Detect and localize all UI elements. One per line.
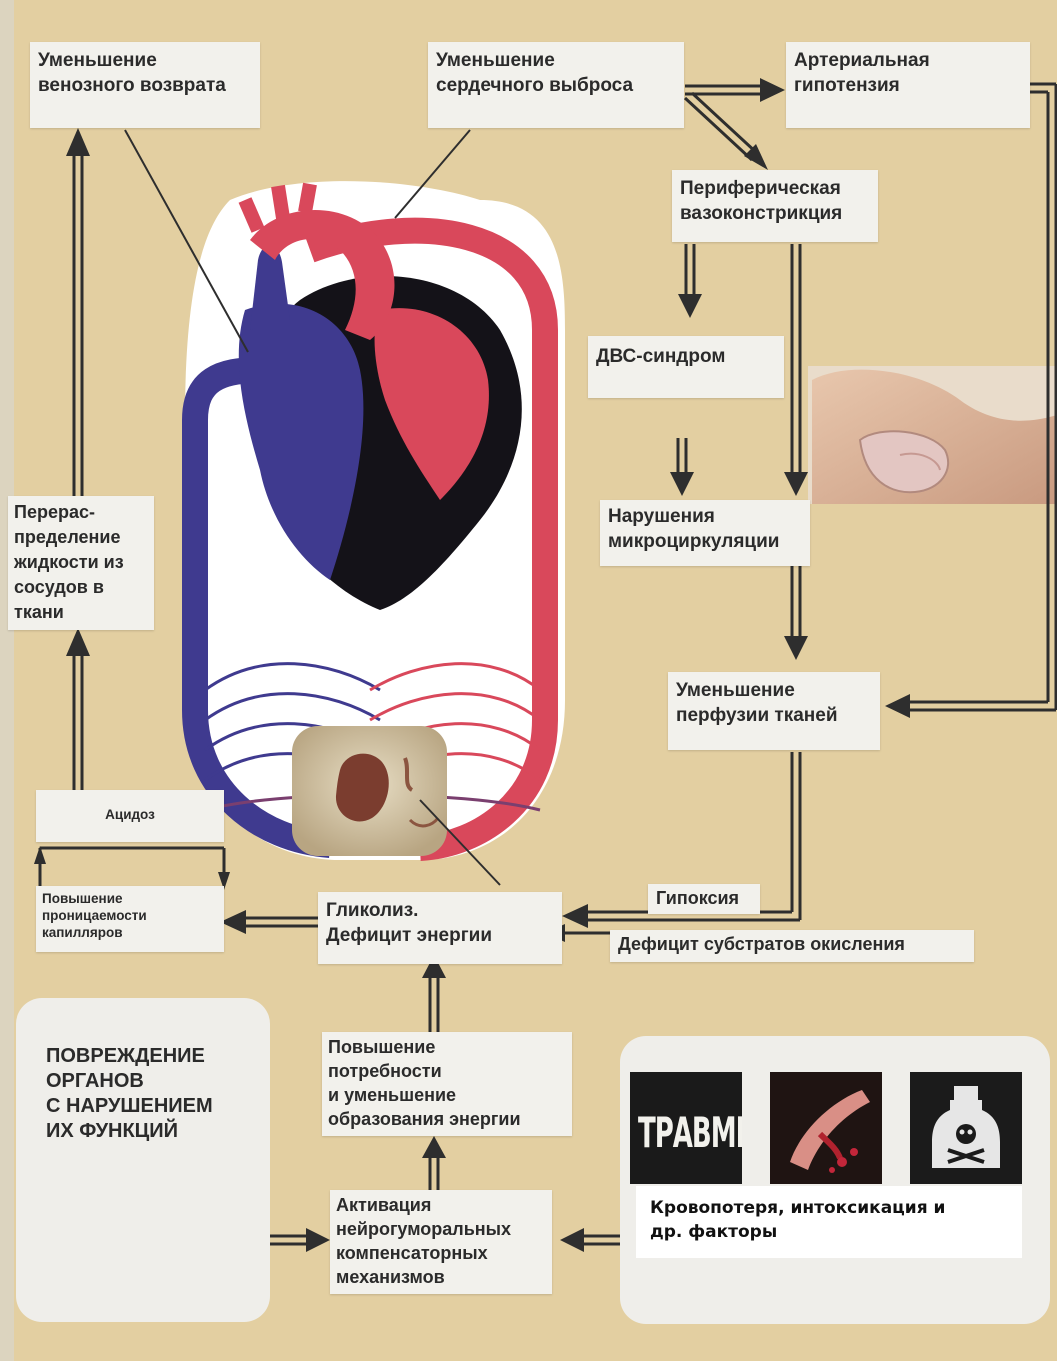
hypoxia-box: Гипоксия — [648, 884, 760, 914]
acidosis-box: Ацидоз — [36, 790, 224, 842]
poison-bottle-icon — [910, 1072, 1022, 1184]
fingernail-photo — [808, 366, 1057, 504]
trauma-logo-text: ТРАВМЫ — [638, 1110, 742, 1158]
left-margin-strip — [0, 0, 14, 1361]
microcirculation-box: Нарушения микроциркуляции — [600, 500, 810, 566]
glycolysis-box: Гликолиз. Дефицит энергии — [318, 892, 562, 964]
dic-box: ДВС-синдром — [588, 336, 784, 398]
organ-damage-panel: ПОВРЕЖДЕНИЕ ОРГАНОВ С НАРУШЕНИЕМ ИХ ФУНК… — [16, 998, 270, 1322]
venous-return-box: Уменьшение венозного возврата — [30, 42, 260, 128]
trauma-icon: ТРАВМЫ — [630, 1072, 742, 1184]
redistribution-box: Перерас- пределение жидкости из сосудов … — [8, 496, 154, 630]
aortic-branch-2 — [278, 186, 283, 218]
aortic-branch-3 — [305, 184, 310, 212]
hypotension-box: Артериальная гипотензия — [786, 42, 1030, 128]
substrate-deficit-box: Дефицит субстратов окисления — [610, 930, 974, 962]
perfusion-box: Уменьшение перфузии тканей — [668, 672, 880, 750]
cardiac-output-box: Уменьшение сердечного выброса — [428, 42, 684, 128]
bleeding-vessel-icon — [770, 1072, 882, 1184]
activation-box: Активация нейрогуморальных компенсаторны… — [330, 1190, 552, 1294]
permeability-box: Повышение проницаемости капилляров — [36, 886, 224, 952]
vasoconstriction-box: Периферическая вазоконстрикция — [672, 170, 878, 242]
causes-caption: Кровопотеря, интоксикация и др. факторы — [636, 1186, 1022, 1258]
tissue-photo — [292, 726, 447, 856]
energy-demand-box: Повышение потребности и уменьшение образ… — [322, 1032, 572, 1136]
